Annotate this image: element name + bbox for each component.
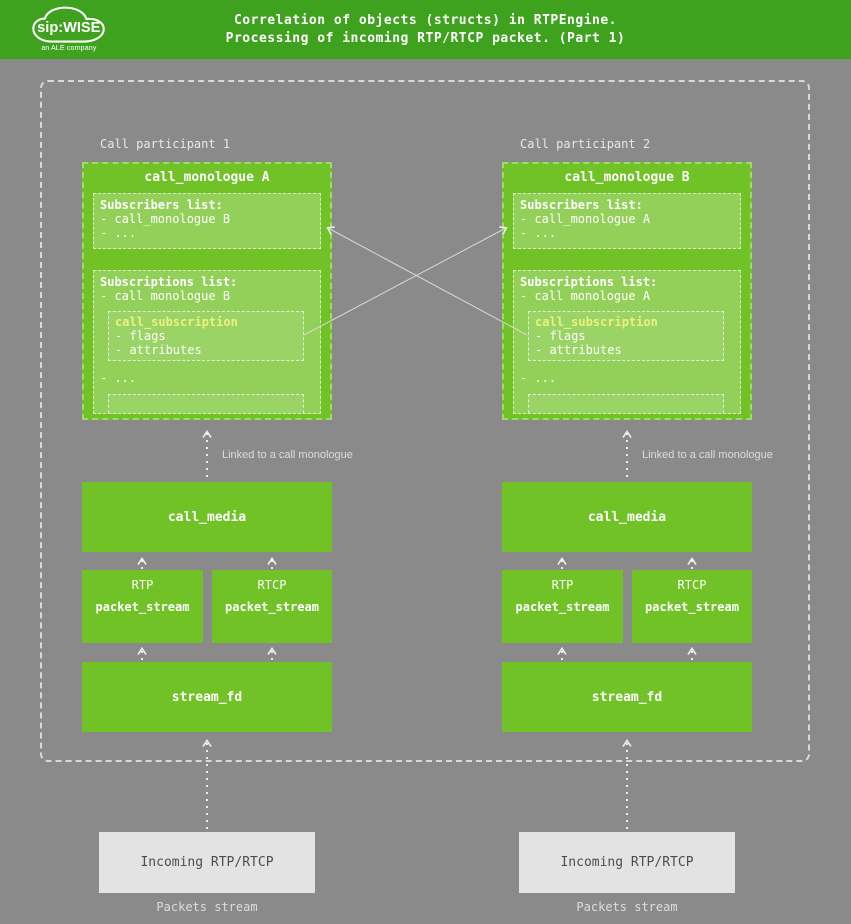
subscriptions-more: - ...: [520, 371, 557, 385]
call-subscription-box: call_subscription - flags - attributes: [108, 311, 304, 361]
call-media-title: call_media: [587, 509, 667, 525]
header: sip:WISE an ALE company Correlation of o…: [0, 0, 851, 59]
call-subscription-box: call_subscription - flags - attributes: [528, 311, 724, 361]
subscription-item: - call monologue B: [100, 289, 231, 303]
call-subscription-title: call_subscription: [115, 315, 238, 329]
incoming-label: Incoming RTP/RTCP: [560, 855, 694, 870]
page-title: Correlation of objects (structs) in RTPE…: [0, 0, 851, 59]
incoming-rtp-rtcp-box: Incoming RTP/RTCP: [519, 832, 735, 893]
subscribers-title: Subscribers list:: [520, 198, 643, 212]
subscription-item: - call monologue A: [520, 289, 651, 303]
rtp-label: RTP: [131, 578, 154, 592]
packet-stream-title: packet_stream: [645, 600, 739, 614]
call-monologue-a-title: call_monologue A: [144, 170, 270, 185]
stream-fd-box: stream_fd: [82, 662, 332, 732]
logo-subtitle-text: an ALE company: [41, 43, 97, 52]
participant-1-label: Call participant 1: [100, 137, 231, 151]
subscription-attributes: - attributes: [115, 343, 202, 357]
packet-stream-title: packet_stream: [95, 600, 190, 614]
stream-fd-box: stream_fd: [502, 662, 752, 732]
subscriber-item: - call_monologue A: [520, 212, 651, 226]
sipwise-logo: sip:WISE an ALE company: [26, 5, 122, 53]
incoming-rtp-rtcp-box: Incoming RTP/RTCP: [99, 832, 315, 893]
sipwise-cloud-icon: sip:WISE an ALE company: [32, 6, 105, 52]
stream-fd-title: stream_fd: [591, 689, 663, 705]
rtcp-label: RTCP: [677, 578, 707, 592]
subscribers-list-box: Subscribers list: - call_monologue A - .…: [513, 193, 741, 249]
call-monologue-a-box: call_monologue A Subscribers list: - cal…: [82, 162, 332, 420]
subscriptions-list-box: Subscriptions list: - call monologue B c…: [93, 270, 321, 414]
subscriber-item: - ...: [100, 226, 137, 240]
call-media-box: call_media: [82, 482, 332, 552]
subscribers-list-box: Subscribers list: - call_monologue B - .…: [93, 193, 321, 249]
subscription-flags: - flags: [115, 329, 166, 343]
subscriptions-title: Subscriptions list:: [100, 275, 238, 289]
linked-to-monologue-label: Linked to a call monologue: [642, 449, 773, 461]
subscription-flags: - flags: [535, 329, 586, 343]
subscribers-title: Subscribers list:: [100, 198, 223, 212]
packets-stream-label: Packets stream: [576, 900, 678, 914]
title-line-2: Processing of incoming RTP/RTCP packet. …: [225, 31, 626, 46]
call-subscription-box-partial: [528, 394, 724, 413]
rtcp-label: RTCP: [257, 578, 287, 592]
packet-stream-rtp-box: RTP packet_stream: [82, 570, 203, 643]
rtp-label: RTP: [551, 578, 574, 592]
call-subscription-title: call_subscription: [535, 315, 658, 329]
packet-stream-rtcp-box: RTCP packet_stream: [632, 570, 752, 643]
incoming-label: Incoming RTP/RTCP: [140, 855, 274, 870]
linked-to-monologue-label: Linked to a call monologue: [222, 449, 353, 461]
subscription-attributes: - attributes: [535, 343, 622, 357]
logo-brand-text: sip:WISE: [37, 20, 101, 36]
subscriber-item: - ...: [520, 226, 557, 240]
title-line-1: Correlation of objects (structs) in RTPE…: [233, 13, 618, 28]
call-media-title: call_media: [167, 509, 247, 525]
packet-stream-title: packet_stream: [515, 600, 610, 614]
call-subscription-box-partial: [108, 394, 304, 413]
packet-stream-rtcp-box: RTCP packet_stream: [212, 570, 332, 643]
packet-stream-rtp-box: RTP packet_stream: [502, 570, 623, 643]
participant-column-2: Call participant 2 call_monologue B Subs…: [502, 0, 773, 924]
packets-stream-label: Packets stream: [156, 900, 258, 914]
diagram-boundary: [40, 80, 810, 762]
call-monologue-b-title: call_monologue B: [564, 170, 690, 185]
stream-fd-title: stream_fd: [171, 689, 243, 705]
subscriptions-more: - ...: [100, 371, 137, 385]
subscriber-item: - call_monologue B: [100, 212, 231, 226]
call-media-box: call_media: [502, 482, 752, 552]
participant-column-1: Call participant 1 call_monologue A Subs…: [82, 0, 353, 924]
participant-2-label: Call participant 2: [520, 137, 651, 151]
call-monologue-b-box: call_monologue B Subscribers list: - cal…: [502, 162, 752, 420]
subscriptions-list-box: Subscriptions list: - call monologue A c…: [513, 270, 741, 414]
subscriptions-title: Subscriptions list:: [520, 275, 658, 289]
packet-stream-title: packet_stream: [225, 600, 319, 614]
